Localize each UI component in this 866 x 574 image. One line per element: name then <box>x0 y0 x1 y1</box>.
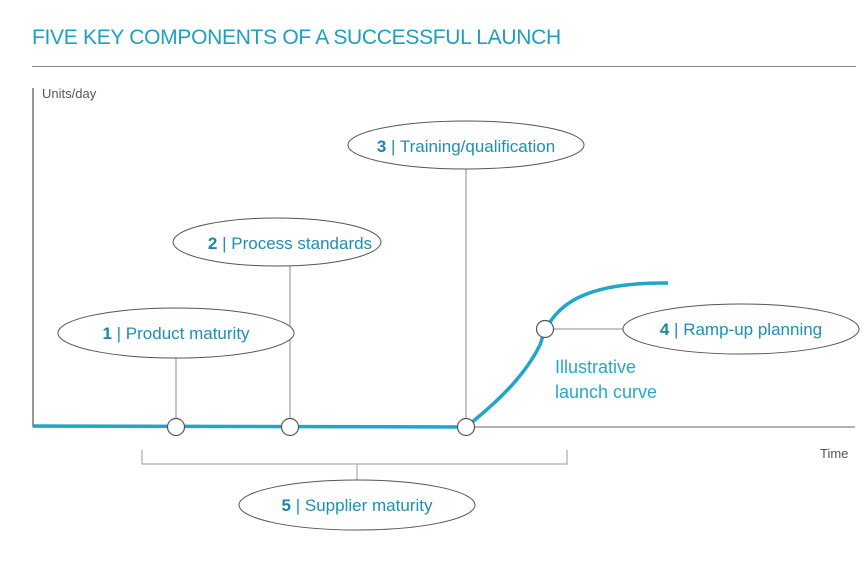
component-3-label: Training/qualification <box>400 137 555 156</box>
title-divider <box>32 66 856 67</box>
component-2-label: Process standards <box>231 234 372 253</box>
svg-text:1 | Product maturity: 1 | Product maturity <box>102 324 250 343</box>
component-2-number: 2 <box>208 234 217 253</box>
svg-text:3 | Training/qualification: 3 | Training/qualification <box>377 137 555 156</box>
y-axis-label: Units/day <box>42 86 97 101</box>
component-5-number: 5 <box>282 496 291 515</box>
supplier-bracket <box>141 450 568 480</box>
curve-label-line-2: launch curve <box>555 382 657 402</box>
component-4-number: 4 <box>660 320 670 339</box>
diagram-title: FIVE KEY COMPONENTS OF A SUCCESSFUL LAUN… <box>32 26 561 49</box>
component-5: 5 | Supplier maturity <box>238 479 476 531</box>
component-1-number: 1 <box>102 324 111 343</box>
marker-3 <box>456 417 476 437</box>
svg-text:4 | Ramp-up planning: 4 | Ramp-up planning <box>660 320 822 339</box>
marker-1 <box>166 417 186 437</box>
component-2: 2 | Process standards <box>172 217 382 267</box>
component-1-label: Product maturity <box>126 324 250 343</box>
svg-text:2 | Process standards: 2 | Process standards <box>208 234 372 253</box>
x-axis-label: Time <box>820 446 848 461</box>
component-4: 4 | Ramp-up planning <box>622 303 860 355</box>
marker-4 <box>535 319 555 339</box>
component-5-label: Supplier maturity <box>305 496 433 515</box>
component-3-number: 3 <box>377 137 386 156</box>
component-1: 1 | Product maturity <box>57 307 295 359</box>
marker-2 <box>280 417 300 437</box>
component-3: 3 | Training/qualification <box>347 120 585 170</box>
component-4-label: Ramp-up planning <box>683 320 822 339</box>
curve-label-line-1: Illustrative <box>555 357 636 377</box>
svg-text:5 | Supplier maturity: 5 | Supplier maturity <box>282 496 433 515</box>
launch-curve <box>32 281 669 429</box>
